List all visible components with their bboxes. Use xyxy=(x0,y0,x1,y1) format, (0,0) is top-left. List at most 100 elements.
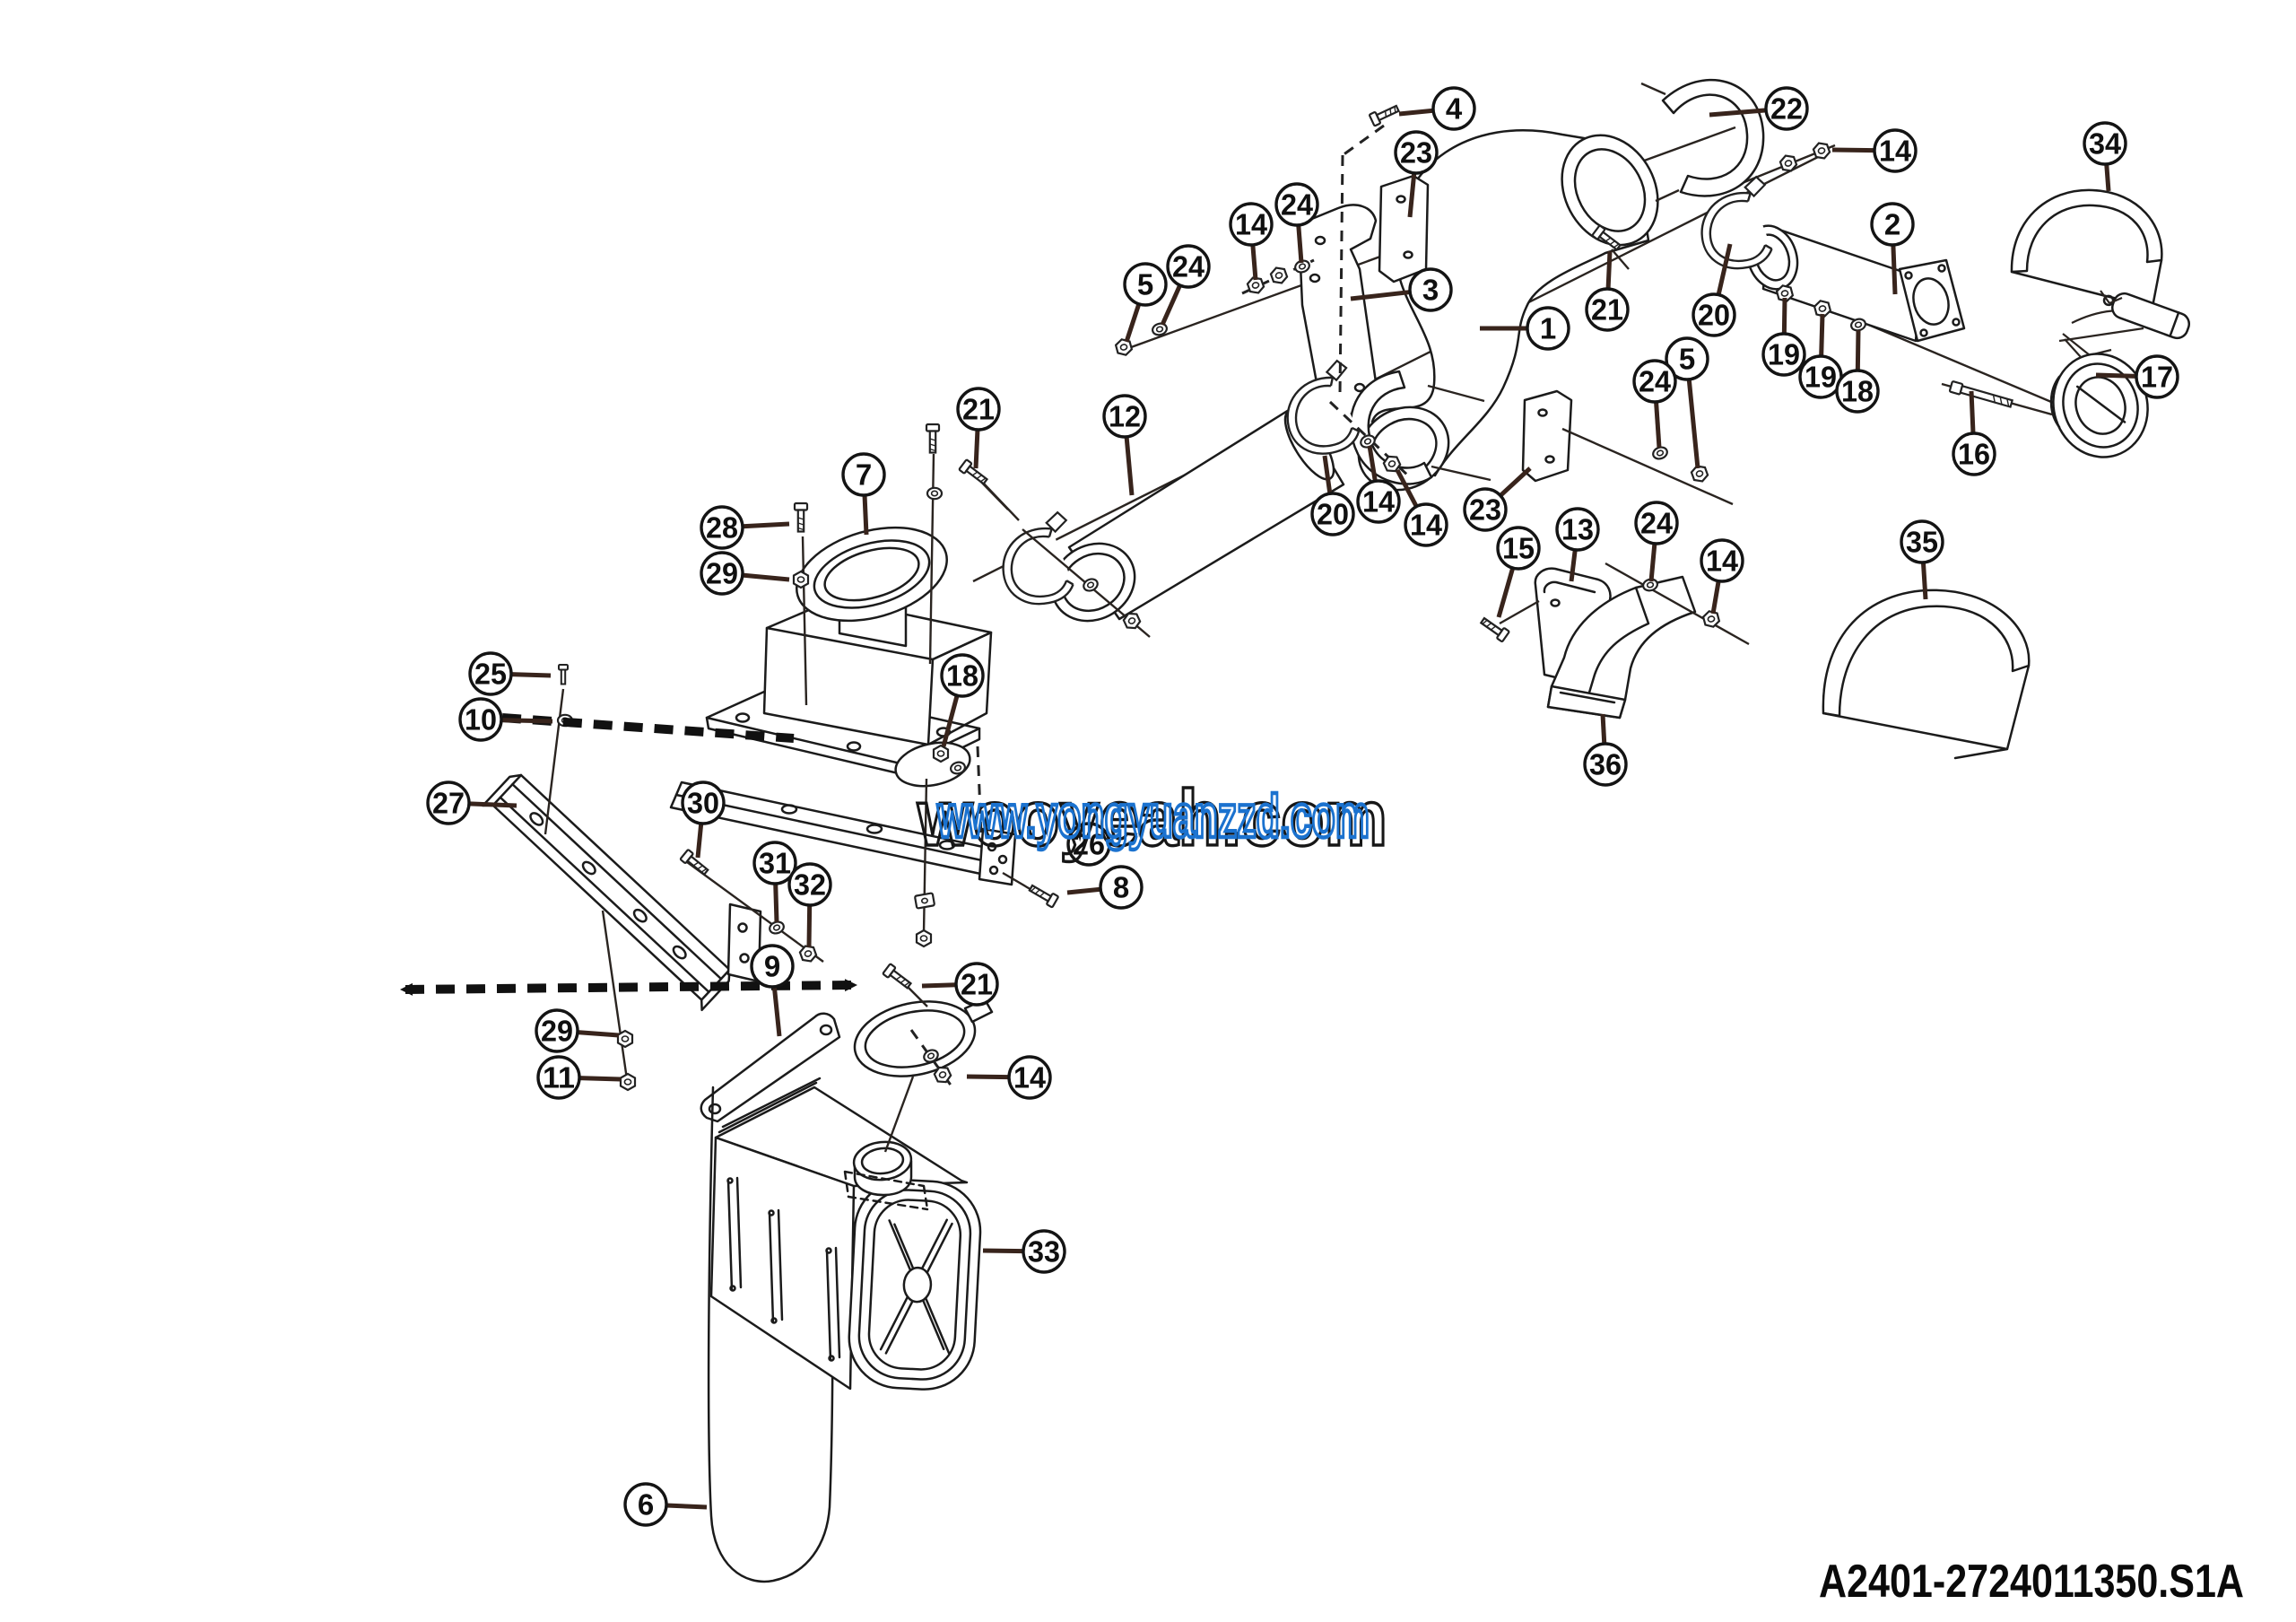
callout-leader xyxy=(1160,283,1182,327)
callout-circle xyxy=(1066,822,1111,867)
callout-leader xyxy=(1891,244,1898,295)
dashed-stud-line xyxy=(1338,154,1344,396)
callout-circle xyxy=(940,653,985,698)
callout-circle xyxy=(623,1482,668,1527)
hardware-bolt-icon xyxy=(1368,101,1402,127)
callout-leader xyxy=(1605,250,1613,290)
callout-circle xyxy=(1404,502,1448,547)
callout-leader xyxy=(773,883,779,923)
callout-circle xyxy=(1102,394,1147,439)
callout-circle xyxy=(841,452,886,497)
hardware-bolt-icon xyxy=(882,963,914,992)
callout-number: 1 xyxy=(1540,312,1556,345)
watermarks: wooyeah.com www.yongyuanzzd.com xyxy=(915,772,1388,863)
watermark-black: wooyeah.com xyxy=(917,773,1387,862)
callout-23: 23 xyxy=(1394,130,1439,218)
stud-line xyxy=(1655,188,1680,203)
callout-number: 25 xyxy=(474,658,507,691)
callout-number: 14 xyxy=(1235,208,1268,241)
callout-leader xyxy=(1367,445,1378,482)
callout-leader xyxy=(1296,224,1304,264)
hardware-bolt-icon xyxy=(793,501,809,533)
callout-20: 20 xyxy=(1310,455,1355,536)
callout-number: 30 xyxy=(687,787,719,820)
callout-18: 18 xyxy=(1835,329,1880,414)
callout-32: 32 xyxy=(787,862,832,948)
callout-20: 20 xyxy=(1692,243,1736,337)
callout-circle xyxy=(1900,519,1944,564)
callout-leader xyxy=(921,982,957,989)
callout-number: 11 xyxy=(543,1061,575,1094)
callout-circle xyxy=(2083,121,2127,166)
callout-number: 12 xyxy=(1109,400,1141,433)
callout-number: 23 xyxy=(1469,493,1501,527)
callout-number: 21 xyxy=(1591,293,1623,327)
part-27-channel-rail xyxy=(482,773,731,1012)
callout-9: 9 xyxy=(750,944,795,1037)
callout-14: 14 xyxy=(1700,538,1744,615)
callout-24: 24 xyxy=(1634,501,1679,582)
callout-31: 31 xyxy=(752,841,797,923)
stud-line xyxy=(1640,82,1666,96)
callout-circle xyxy=(1634,501,1679,545)
callout-circle xyxy=(1007,1055,1052,1100)
dashed-stud-line xyxy=(976,746,983,835)
callout-circle xyxy=(1123,262,1168,307)
muffler-inlet-collar xyxy=(843,1140,929,1211)
callout-leader xyxy=(1600,713,1607,745)
callout-number: 22 xyxy=(1770,92,1803,126)
callout-number: 20 xyxy=(1698,299,1730,332)
callout-circle xyxy=(787,862,832,907)
callout-circle xyxy=(426,780,471,825)
callout-number: 7 xyxy=(856,458,872,492)
callout-8: 8 xyxy=(1066,865,1144,910)
alignment-dashed-arrow-line xyxy=(400,979,857,996)
callout-14: 14 xyxy=(1831,128,1918,173)
callout-number: 33 xyxy=(1028,1235,1060,1269)
callout-circle xyxy=(1692,292,1736,337)
hardware-nut-icon xyxy=(1778,152,1799,175)
callout-leader xyxy=(1686,379,1700,469)
hardware-nut-icon xyxy=(792,570,810,589)
callout-number: 18 xyxy=(1841,375,1874,408)
callout-circle xyxy=(681,780,726,825)
callout-35: 35 xyxy=(1900,519,1944,600)
callout-circle xyxy=(1870,202,1915,247)
part-22-u-bolt-top xyxy=(1661,78,1765,197)
stud-line xyxy=(1002,871,1034,893)
callout-21: 21 xyxy=(921,962,999,1007)
callout-number: 8 xyxy=(1113,871,1129,904)
callout-29: 29 xyxy=(535,1008,620,1053)
callout-number: 17 xyxy=(2141,361,2173,394)
callout-number: 32 xyxy=(794,868,826,902)
callout-number: 14 xyxy=(1879,135,1912,168)
callout-number: 20 xyxy=(1317,498,1349,531)
stud-line xyxy=(1611,249,1630,270)
callout-circle xyxy=(1496,526,1541,571)
hardware-nut-icon xyxy=(932,744,950,763)
callout-circle xyxy=(1835,369,1880,414)
callout-leader xyxy=(1124,303,1142,343)
callout-circle xyxy=(535,1008,579,1053)
construction-line xyxy=(972,151,1828,583)
callout-24: 24 xyxy=(1274,182,1319,264)
callout-circle xyxy=(1229,202,1274,247)
callout-14: 14 xyxy=(1229,202,1274,281)
watermark-blue: www.yongyuanzzd.com xyxy=(936,782,1370,850)
callout-5: 5 xyxy=(1665,336,1709,469)
callout-number: 6 xyxy=(638,1488,654,1522)
part-17-exhaust-brake-valve xyxy=(2049,290,2191,458)
callout-leader xyxy=(806,904,813,948)
dashed-stud-line xyxy=(1342,124,1385,157)
muffler-end-cap xyxy=(848,1179,982,1391)
part-2-outlet-pipe xyxy=(1745,224,1966,343)
callout-circle xyxy=(1585,287,1630,332)
callout-4: 4 xyxy=(1398,86,1476,131)
stud-line xyxy=(883,1076,915,1153)
hardware-boltsm-icon xyxy=(558,664,569,685)
beam-end-plate xyxy=(978,827,1017,886)
callout-leader xyxy=(941,694,960,747)
support-beam xyxy=(669,780,1017,886)
callout-13: 13 xyxy=(1555,507,1600,582)
callout-18: 18 xyxy=(940,653,985,747)
